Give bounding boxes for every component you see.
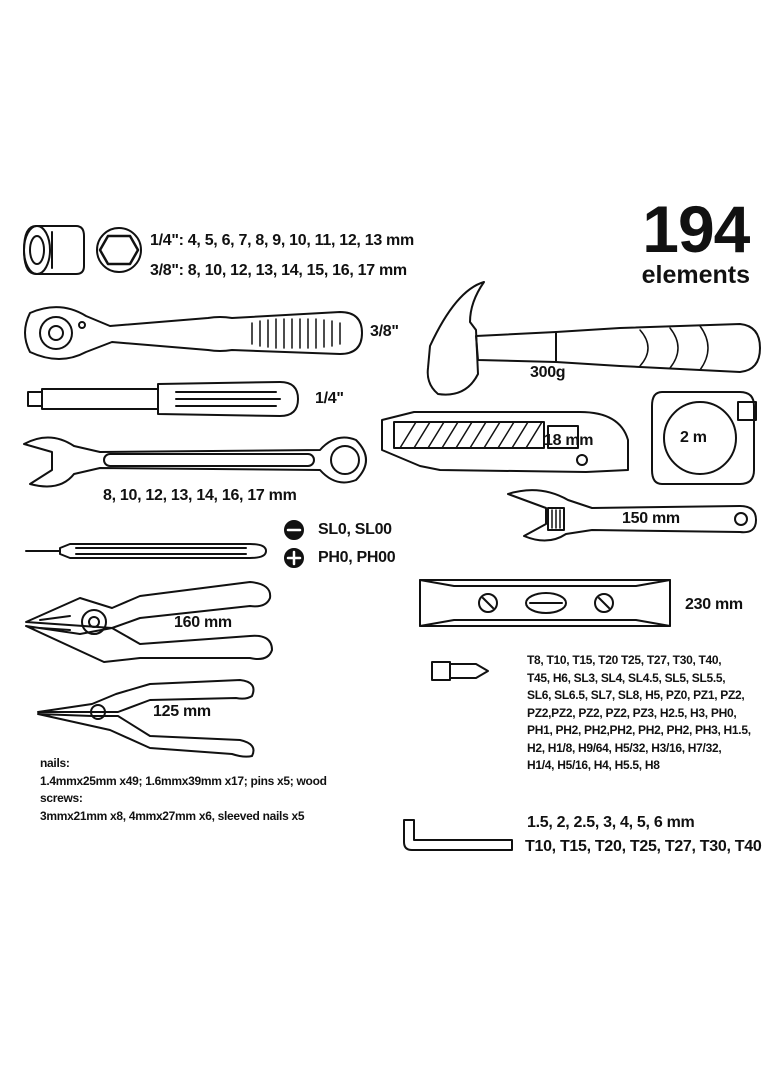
nails-line-2: 3mmx21mm x8, 4mmx27mm x6, sleeved nails … — [40, 808, 305, 823]
tape-label: 2 m — [680, 429, 707, 446]
level-label: 230 mm — [685, 596, 743, 613]
hammer-icon — [426, 281, 761, 396]
slotted-icon — [284, 520, 304, 540]
combination-wrench-icon — [23, 436, 367, 488]
element-count: 194 elements — [641, 192, 751, 289]
bits-line: H1/4, H5/16, H4, H5.5, H8 — [527, 758, 660, 772]
socket-end-icon — [96, 227, 142, 273]
extension-bar-icon — [27, 381, 299, 417]
nails-list: nails: 1.4mmx25mm x49; 1.6mmx39mm x17; p… — [40, 755, 370, 825]
phillips-label: PH0, PH00 — [318, 549, 396, 566]
extension-label: 1/4" — [315, 390, 344, 407]
hex-keys-line-2: T10, T15, T20, T25, T27, T30, T40 — [525, 838, 762, 855]
ratchet-label: 3/8" — [370, 323, 399, 340]
element-count-number: 194 — [642, 192, 750, 266]
long-nose-pliers-label: 125 mm — [153, 703, 211, 720]
hex-key-icon — [403, 819, 513, 851]
wrenches-label: 8, 10, 12, 13, 14, 16, 17 mm — [103, 487, 297, 504]
bits-line: T45, H6, SL3, SL4, SL4.5, SL5, SL5.5, — [527, 670, 726, 685]
bits-line: T8, T10, T15, T20 T25, T27, T30, T40, — [527, 653, 722, 667]
spirit-level-icon — [419, 579, 671, 627]
ratchet-icon — [24, 306, 363, 360]
precision-screwdriver-icon — [25, 543, 267, 559]
sockets-line-2: 3/8": 8, 10, 12, 13, 14, 15, 16, 17 mm — [150, 262, 407, 279]
bits-line: PZ2,PZ2, PZ2, PZ2, PZ3, H2.5, H3, PH0, — [527, 705, 737, 720]
nails-heading: nails: — [40, 756, 70, 770]
socket-icon — [23, 225, 85, 275]
tape-measure-icon — [651, 391, 757, 485]
bits-line: SL6, SL6.5, SL7, SL8, H5, PZ0, PZ1, PZ2, — [527, 688, 745, 702]
sockets-line-1: 1/4": 4, 5, 6, 7, 8, 9, 10, 11, 12, 13 m… — [150, 232, 414, 249]
bits-list: T8, T10, T15, T20 T25, T27, T30, T40, T4… — [527, 652, 772, 775]
hex-keys-line-1: 1.5, 2, 2.5, 3, 4, 5, 6 mm — [527, 814, 695, 831]
cutter-label: 18 mm — [544, 432, 594, 449]
utility-knife-icon — [381, 411, 629, 473]
bit-icon — [431, 661, 489, 681]
phillips-icon — [284, 548, 304, 568]
slotted-label: SL0, SL00 — [318, 521, 392, 538]
bits-line: PH1, PH2, PH2,PH2, PH2, PH2, PH3, H1.5, — [527, 723, 751, 737]
adjustable-wrench-icon — [507, 489, 757, 542]
long-nose-pliers-icon — [37, 679, 255, 758]
element-count-word: elements — [641, 261, 750, 289]
nails-line-1: 1.4mmx25mm x49; 1.6mmx39mm x17; pins x5;… — [40, 773, 327, 806]
pliers-label: 160 mm — [174, 614, 232, 631]
bits-line: H2, H1/8, H9/64, H5/32, H3/16, H7/32, — [527, 740, 722, 755]
hammer-label: 300g — [530, 364, 566, 381]
adjustable-wrench-label: 150 mm — [622, 510, 680, 527]
pliers-icon — [25, 581, 273, 663]
